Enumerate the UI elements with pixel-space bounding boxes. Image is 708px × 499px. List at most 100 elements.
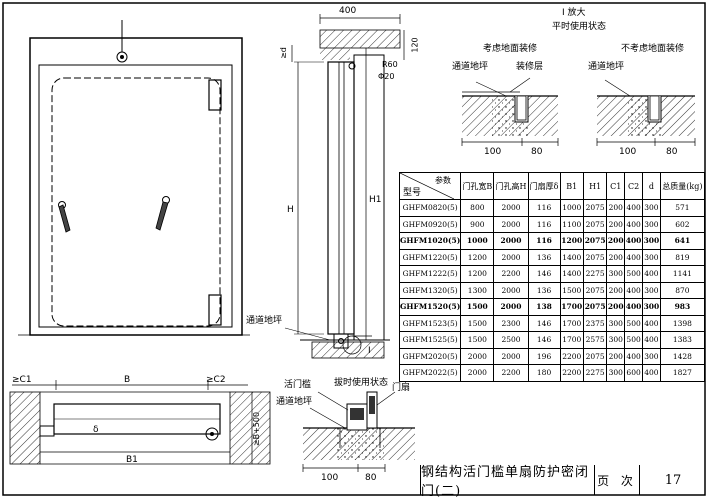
page-label: 页 次 <box>595 465 640 495</box>
cell-value: 2075 <box>582 298 608 316</box>
header-model: 型号 <box>403 188 422 198</box>
cell-value: 300 <box>642 298 661 316</box>
col-header: C1 <box>606 172 626 200</box>
cell-value: 1100 <box>559 215 584 233</box>
detail-title: I 放大 <box>562 8 586 18</box>
cell-value: 1700 <box>559 331 584 349</box>
dim-phi20: Φ20 <box>378 72 395 81</box>
cell-model: GHFM1525(5) <box>398 331 462 349</box>
cell-value: 400 <box>642 364 661 382</box>
cell-value: 300 <box>642 232 661 250</box>
col-header: H1 <box>582 172 608 200</box>
cell-value: 300 <box>642 281 661 299</box>
dim-h: H <box>287 205 294 215</box>
dim-top-400: 400 <box>339 6 357 16</box>
col-header: d <box>642 172 661 200</box>
cell-value: 2200 <box>559 347 584 365</box>
cell-model: GHFM1220(5) <box>398 248 462 266</box>
col-header: 门孔高H <box>493 172 529 200</box>
cell-value: 602 <box>659 215 706 233</box>
cell-value: 180 <box>527 364 561 382</box>
cell-value: 2000 <box>493 298 529 316</box>
cell-value: 900 <box>460 215 495 233</box>
cell-value: 300 <box>642 215 661 233</box>
cell-value: 400 <box>624 215 643 233</box>
cell-value: 136 <box>527 281 561 299</box>
label-door-leaf: 门扇 <box>392 383 411 393</box>
drawing-title: 钢结构活门槛单扇防护密闭门(二) <box>421 465 595 499</box>
cell-value: 400 <box>624 232 643 250</box>
cell-value: 1200 <box>460 265 495 283</box>
table-header-row: 参数 型号 门孔宽B 门孔高H 门扇厚δ B1 H1 C1 C2 d 总质量(k… <box>398 172 706 200</box>
cell-value: 300 <box>642 347 661 365</box>
label-removed-state: 拔时使用状态 <box>334 378 389 388</box>
cell-value: 1141 <box>659 265 706 283</box>
cell-value: 1200 <box>460 248 495 266</box>
label-channel-floor-side: 通道地坪 <box>246 316 283 326</box>
cell-value: 116 <box>527 199 561 217</box>
cell-value: 1400 <box>559 248 584 266</box>
cell-value: 200 <box>606 199 626 217</box>
cell-value: 400 <box>624 347 643 365</box>
dim-b: B <box>124 375 131 385</box>
cell-value: 2200 <box>559 364 584 382</box>
cell-value: 983 <box>659 298 706 316</box>
cell-value: 2375 <box>582 314 608 332</box>
cell-value: 200 <box>606 347 626 365</box>
cell-value: 200 <box>606 215 626 233</box>
cell-value: 300 <box>642 199 661 217</box>
cell-value: 1200 <box>559 232 584 250</box>
col-header: C2 <box>624 172 643 200</box>
front-elevation <box>18 20 250 336</box>
cell-value: 1383 <box>659 331 706 349</box>
cell-value: 500 <box>624 314 643 332</box>
cell-value: 1428 <box>659 347 706 365</box>
cell-value: 2075 <box>582 248 608 266</box>
cell-value: 2075 <box>582 232 608 250</box>
cell-value: 2275 <box>582 364 608 382</box>
removed-state-detail <box>302 391 415 472</box>
cell-value: 870 <box>659 281 706 299</box>
dim-ge-d: ≥d <box>278 47 288 59</box>
cell-value: 1400 <box>559 265 584 283</box>
cell-value: 2000 <box>493 215 529 233</box>
cell-value: 800 <box>460 199 495 217</box>
cell-model: GHFM2020(5) <box>398 347 462 365</box>
detail-i <box>461 77 696 146</box>
col-header: 门孔宽B <box>460 172 495 200</box>
cell-value: 2000 <box>493 281 529 299</box>
cell-value: 146 <box>527 331 561 349</box>
cell-value: 1000 <box>559 199 584 217</box>
cell-value: 1500 <box>460 331 495 349</box>
dim-80-left: 80 <box>531 147 543 157</box>
header-param: 参数 <box>435 176 451 185</box>
cell-value: 146 <box>527 314 561 332</box>
cell-model: GHFM0920(5) <box>398 215 462 233</box>
label-consider-floor: 考虑地面装修 <box>483 44 538 54</box>
cell-model: GHFM1020(5) <box>398 232 462 250</box>
dim-120: 120 <box>410 37 420 53</box>
dim-ge-c1: ≥C1 <box>12 375 32 385</box>
label-no-floor: 不考虑地面装修 <box>621 44 685 54</box>
dim-delta: δ <box>93 425 99 435</box>
cell-value: 600 <box>624 364 643 382</box>
section-mark-i: I <box>368 346 371 356</box>
cell-value: 200 <box>606 298 626 316</box>
detail-subtitle: 平时使用状态 <box>552 22 607 32</box>
cell-value: 1398 <box>659 314 706 332</box>
cell-value: 400 <box>624 199 643 217</box>
cell-value: 300 <box>642 248 661 266</box>
dim-r60: R60 <box>382 60 398 69</box>
cell-value: 500 <box>624 331 643 349</box>
cell-model: GHFM1520(5) <box>398 298 462 316</box>
cell-model: GHFM1320(5) <box>398 281 462 299</box>
dim-h1: H1 <box>369 195 382 205</box>
